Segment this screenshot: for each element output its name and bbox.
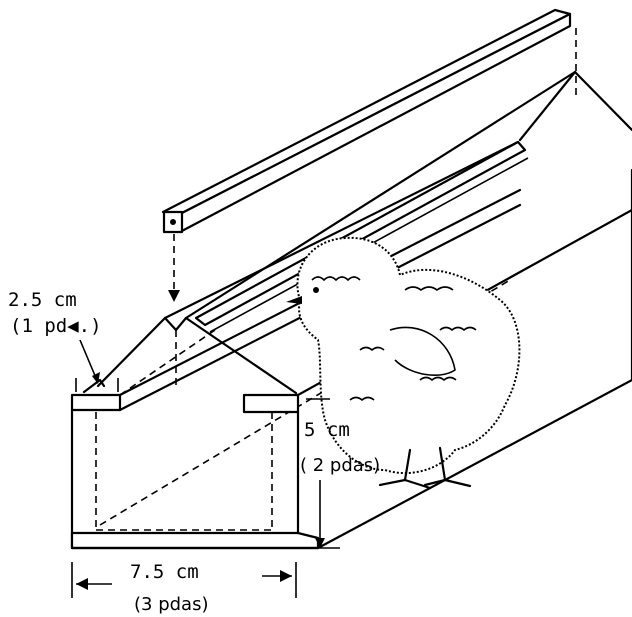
height-dimension [306, 398, 340, 549]
top-width-cm-label: 2.5 cm [8, 289, 77, 311]
trough-front-end [70, 378, 320, 550]
chick-illustration [286, 236, 521, 490]
top-width-dimension [79, 339, 100, 384]
base-width-in-label: (3 pdas) [134, 594, 208, 615]
height-cm-label: 5 cm [304, 419, 350, 441]
top-rail [161, 8, 577, 302]
height-in-label: ( 2 pdas) [300, 455, 380, 476]
base-width-cm-label: 7.5 cm [130, 561, 199, 583]
base-width-dimension [71, 562, 297, 598]
top-width-in-label: (1 pd◀.) [10, 315, 102, 337]
